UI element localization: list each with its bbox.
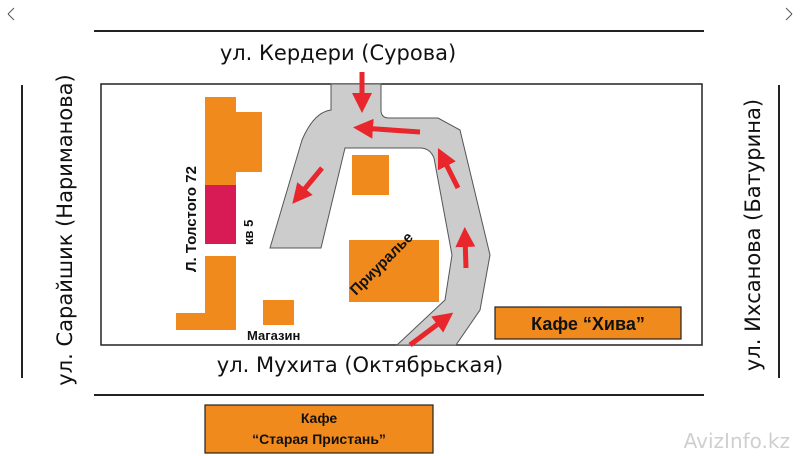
- street-left-label: ул. Сарайшик (Нариманова): [53, 74, 77, 385]
- label-apartment: кв 5: [241, 220, 256, 245]
- label-tolstogo: Л. Толстого 72: [183, 166, 200, 272]
- street-right-label: ул. Ихсанова (Батурина): [741, 99, 765, 371]
- driveway: [269, 83, 491, 346]
- buildings: [176, 97, 439, 330]
- street-top-label: ул. Кердери (Сурова): [220, 41, 456, 65]
- cafe-khiva-box: [494, 306, 682, 340]
- building-target-apartment: [205, 185, 236, 244]
- arrow-diagonal-left: [292, 166, 324, 204]
- building-small: [352, 155, 389, 195]
- arrow-right-up-1: [437, 147, 461, 190]
- building-tolstogo-upper: [205, 97, 262, 185]
- route-arrows: [292, 72, 476, 347]
- building-priuralye: [349, 240, 439, 302]
- cafe-pristan-label-2: “Старая Пристань”: [252, 431, 386, 447]
- cafe-pristan-box: [204, 404, 434, 454]
- arrow-top-left: [353, 118, 421, 139]
- street-lines: [21, 30, 780, 396]
- corner-marks: [7, 7, 793, 21]
- cafe-khiva-label: Кафе “Хива”: [531, 314, 645, 334]
- watermark: AvizInfo.kz: [684, 429, 790, 453]
- cafe-pristan-label-1: Кафе: [301, 410, 338, 426]
- building-shop: [263, 300, 294, 325]
- label-shop: Магазин: [247, 328, 300, 343]
- arrow-entry-bottom: [408, 312, 454, 347]
- building-tolstogo-lower: [176, 256, 236, 330]
- arrow-right-up-2: [455, 227, 476, 269]
- street-bottom-label: ул. Мухита (Октябрьская): [217, 353, 503, 377]
